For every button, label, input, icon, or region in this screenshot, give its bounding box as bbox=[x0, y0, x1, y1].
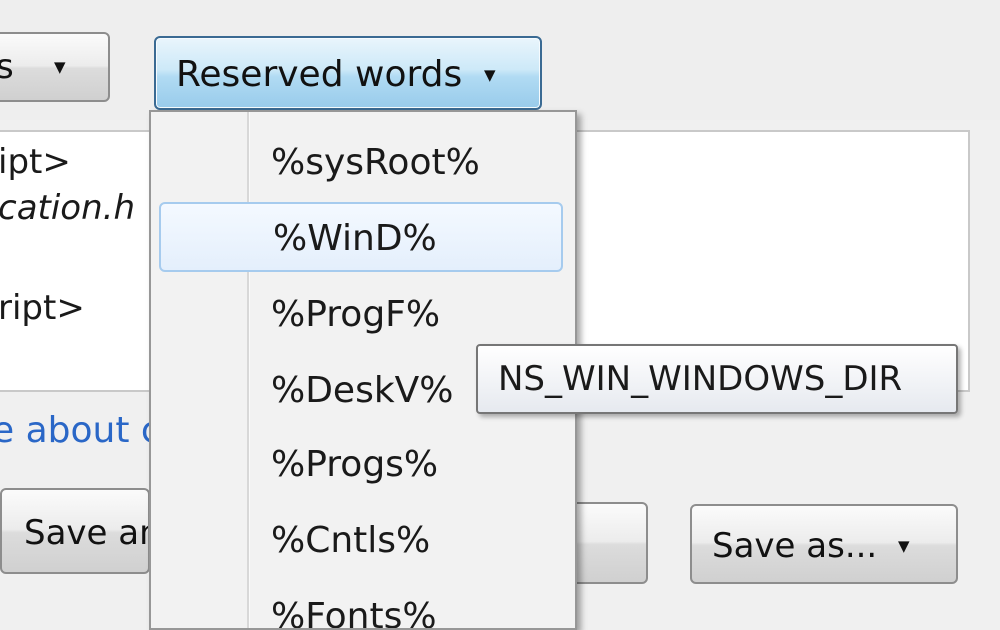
reserved-words-label: Reserved words bbox=[176, 54, 463, 95]
menu-item-fonts[interactable]: %Fonts% bbox=[159, 582, 563, 630]
caret-down-icon: ▼ bbox=[484, 66, 496, 84]
code-line: ript> bbox=[0, 288, 85, 328]
left-dropdown-label: rs bbox=[0, 34, 14, 100]
menu-item-label: %WinD% bbox=[273, 218, 437, 259]
code-line: cation.h bbox=[0, 188, 136, 228]
save-as-button[interactable]: Save as... ▼ bbox=[690, 504, 958, 584]
menu-item-label: %Fonts% bbox=[271, 596, 437, 630]
menu-icon-gutter bbox=[247, 112, 249, 628]
caret-down-icon: ▼ bbox=[898, 537, 910, 555]
learn-more-link[interactable]: e about c bbox=[0, 410, 161, 451]
menu-item-label: %ProgF% bbox=[271, 294, 441, 335]
code-line: ipt> bbox=[0, 142, 71, 182]
menu-item-progf[interactable]: %ProgF% bbox=[159, 280, 563, 350]
menu-item-label: %Cntls% bbox=[271, 520, 431, 561]
tooltip: NS_WIN_WINDOWS_DIR bbox=[476, 344, 958, 414]
menu-item-cntls[interactable]: %Cntls% bbox=[159, 506, 563, 576]
left-dropdown-button[interactable]: rs ▼ bbox=[0, 32, 110, 102]
menu-item-sysroot[interactable]: %sysRoot% bbox=[159, 128, 563, 198]
menu-item-label: %Progs% bbox=[271, 444, 439, 485]
menu-item-wind[interactable]: %WinD% bbox=[159, 202, 563, 272]
menu-item-label: %sysRoot% bbox=[271, 142, 480, 183]
tooltip-text: NS_WIN_WINDOWS_DIR bbox=[498, 359, 903, 399]
menu-item-label: %DeskV% bbox=[271, 370, 454, 411]
save-as-label: Save as... bbox=[712, 526, 878, 566]
menu-item-progs[interactable]: %Progs% bbox=[159, 430, 563, 500]
menu-item-deskv[interactable]: %DeskV% bbox=[159, 356, 563, 426]
reserved-words-button[interactable]: Reserved words ▼ bbox=[154, 36, 542, 110]
caret-down-icon: ▼ bbox=[54, 58, 66, 76]
save-and-button[interactable]: Save an bbox=[0, 488, 150, 574]
save-and-label: Save an bbox=[24, 513, 150, 553]
